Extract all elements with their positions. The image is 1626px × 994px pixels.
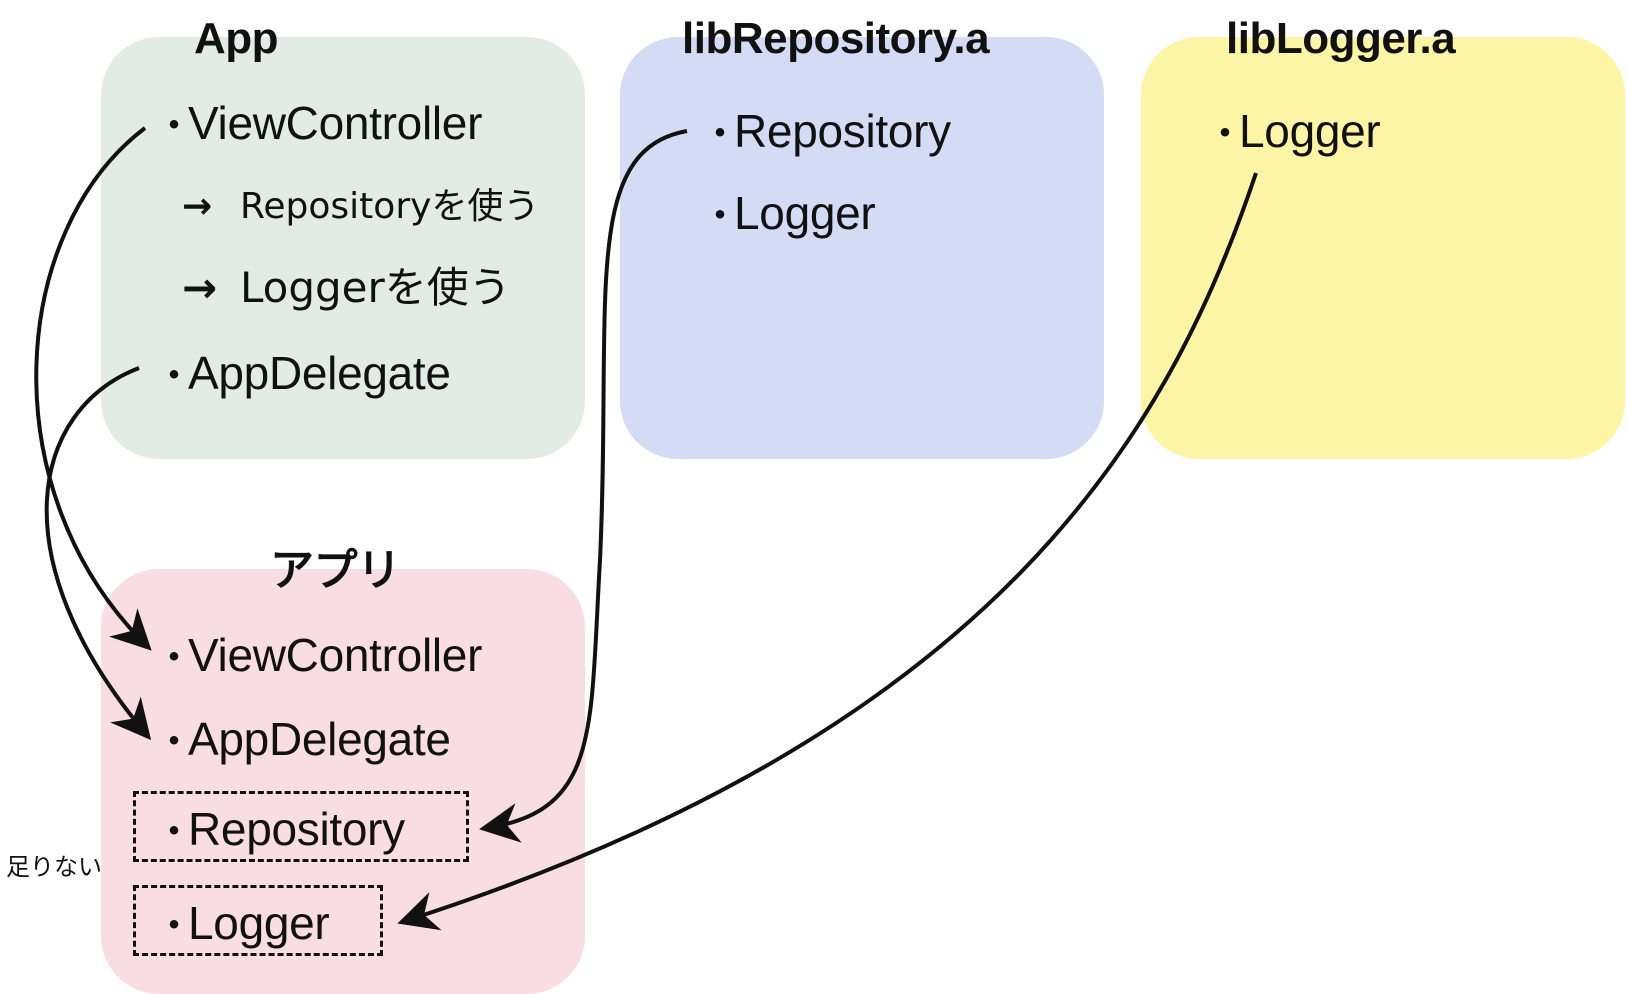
bullet: ・ bbox=[154, 353, 194, 399]
missing-note: 足りない bbox=[6, 853, 102, 881]
bullet: ・ bbox=[154, 719, 194, 765]
connector-repository bbox=[479, 129, 688, 843]
connector-appdelegate bbox=[44, 366, 152, 741]
apuri-item-viewcontroller: ・ViewController bbox=[154, 632, 482, 678]
connector-viewcontroller bbox=[34, 126, 152, 651]
app-uses-logger-label: Loggerを使う bbox=[240, 263, 511, 312]
connector-logger bbox=[397, 172, 1258, 931]
app-uses-logger: →Loggerを使う bbox=[182, 267, 511, 309]
right-arrow-icon: → bbox=[182, 263, 218, 312]
apuri-missing-repository-label: Repository bbox=[188, 803, 405, 855]
lib-repository-box bbox=[620, 37, 1104, 459]
bullet: ・ bbox=[700, 193, 740, 239]
app-item-appdelegate-label: AppDelegate bbox=[188, 347, 451, 399]
bullet: ・ bbox=[154, 635, 194, 681]
app-uses-repository-label: Repositoryを使う bbox=[240, 186, 540, 227]
apuri-box bbox=[101, 569, 585, 994]
apuri-missing-logger-label: Logger bbox=[188, 897, 330, 949]
bullet: ・ bbox=[1205, 111, 1245, 157]
app-title: App bbox=[194, 14, 279, 63]
apuri-title: アプリ bbox=[270, 545, 401, 596]
apuri-item-viewcontroller-label: ViewController bbox=[188, 629, 483, 681]
logger-item-logger: ・Logger bbox=[1205, 105, 1381, 157]
app-item-appdelegate: ・AppDelegate bbox=[154, 350, 451, 396]
app-item-viewcontroller: ・ViewController bbox=[154, 100, 482, 146]
bullet: ・ bbox=[700, 111, 740, 157]
repo-item-logger-label: Logger bbox=[734, 187, 876, 239]
right-arrow-icon: → bbox=[182, 186, 213, 227]
lib-logger-box bbox=[1141, 37, 1625, 459]
logger-item-logger-label: Logger bbox=[1239, 105, 1381, 157]
repo-item-repository: ・Repository bbox=[700, 108, 951, 154]
bullet: ・ bbox=[154, 903, 194, 949]
missing-logger-frame bbox=[133, 885, 383, 956]
repo-item-repository-label: Repository bbox=[734, 105, 951, 157]
repo-item-logger: ・Logger bbox=[700, 187, 876, 239]
apuri-item-appdelegate-label: AppDelegate bbox=[188, 713, 451, 765]
lib-repository-title: libRepository.a bbox=[682, 14, 990, 63]
apuri-missing-repository: ・Repository bbox=[154, 806, 405, 852]
bullet: ・ bbox=[154, 809, 194, 855]
apuri-item-appdelegate: ・AppDelegate bbox=[154, 716, 451, 762]
app-uses-repository: → Repositoryを使う bbox=[182, 189, 539, 225]
apuri-missing-logger: ・Logger bbox=[154, 897, 330, 949]
app-box bbox=[101, 37, 585, 459]
bullet: ・ bbox=[154, 103, 194, 149]
app-item-viewcontroller-label: ViewController bbox=[188, 97, 483, 149]
lib-logger-title: libLogger.a bbox=[1226, 14, 1456, 63]
missing-repository-frame bbox=[133, 791, 469, 862]
